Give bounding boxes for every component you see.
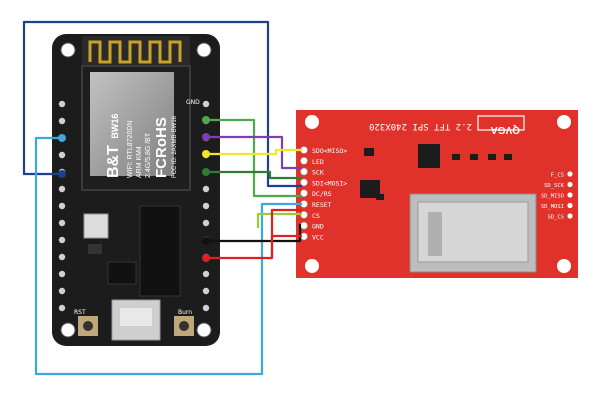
wire-purple (206, 135, 302, 170)
tft-pin (300, 178, 308, 187)
sd-pin-header: F_CS SD_SCK SD_MISO SD_MOSI SD_CS (541, 171, 573, 221)
mcu-gnd-label: GND (186, 99, 200, 106)
burn-label: Burn (178, 309, 192, 316)
wire-dark-green (206, 170, 302, 180)
sd-pin (567, 171, 573, 177)
tft-pin-label: RESET (312, 201, 332, 209)
tft-pin-label: DC/RS (312, 190, 332, 198)
sd-pin-label: SD_SCK (544, 183, 565, 189)
tft-pin-label: LED (312, 158, 324, 166)
module-arm: ARM KM4 (136, 146, 143, 178)
module-label: B&T BW16 WIFI: RTL8720DN ARM KM4 2.4G/5.… (105, 114, 178, 178)
wire-ends (58, 116, 210, 262)
module-brand: B&T (105, 145, 122, 178)
sd-pin-label: SD_CS (547, 215, 564, 221)
tft-pin-label: CS (312, 212, 320, 220)
rst-label: RST (74, 309, 86, 316)
tft-pin (300, 189, 308, 197)
mcu-left-pin (58, 270, 66, 278)
mcu-left-pin (58, 185, 66, 193)
tft-pin-label: GND (312, 223, 324, 231)
wire-red (206, 234, 302, 260)
tft-pin (300, 157, 308, 165)
tft-title: 2.2 TFT SPI 240X320 (369, 121, 472, 131)
sd-pin (567, 181, 573, 188)
mcu-right-pin (202, 100, 210, 108)
wire-green (206, 118, 302, 198)
tft-pin-label: SCK (312, 169, 324, 177)
mcu-right-pin (202, 287, 210, 295)
mcu-right-pin (202, 219, 210, 227)
tft-board (296, 110, 578, 278)
tft-pin-label: SDI<MOSI> (312, 179, 347, 187)
tft-pin-header: SDO<MISO> LED SCK SDI<MOSI> DC/RS RESET CS GND V… (300, 146, 347, 241)
wire-lime (256, 212, 302, 228)
mcu-left-pin (58, 202, 66, 210)
mcu-left-pin (58, 253, 66, 261)
mcu-right-pin (202, 270, 210, 278)
mcu-left-pin (58, 287, 66, 295)
mcu-left-pin (58, 236, 66, 244)
tft-brand: QVGA (491, 124, 520, 135)
wire-yellow (206, 148, 302, 156)
module-model: BW16 (110, 114, 120, 139)
mcu-left-pin (58, 151, 66, 159)
wire-dark-blue (22, 20, 302, 188)
wires (22, 20, 302, 376)
wire-black (206, 224, 302, 243)
svg-text:B&T BW16: B&T BW16 (105, 114, 122, 178)
sd-pin (567, 213, 573, 219)
tft-pin-label: VCC (312, 233, 324, 241)
module-fcrohs: FCRoHS (153, 117, 170, 178)
tft-pin (300, 167, 308, 176)
mcu-right-pin (202, 185, 210, 193)
sd-pin-label: SD_MOSI (541, 204, 564, 210)
mcu-left-pin (58, 117, 66, 125)
tft-pin-label: SDO<MISO> (312, 147, 347, 155)
module-fcc: FCC ID: 2AXMB-BW16 (172, 115, 178, 178)
sd-pin-label: F_CS (551, 173, 564, 179)
module-bands: 2.4G/5.8G /BT (145, 132, 152, 178)
mcu-components (78, 205, 194, 341)
mcu-right-pin (202, 202, 210, 210)
sd-pin-label: SD_MISO (541, 194, 564, 200)
mcu-board (52, 34, 220, 346)
mcu-right-pin (202, 304, 210, 312)
mcu-left-pin (58, 100, 66, 108)
wire-light-blue (34, 136, 302, 376)
sd-pin (567, 202, 573, 209)
mcu-left-pin (58, 219, 66, 227)
module-wifi: WIFI: RTL8720DN (127, 121, 134, 178)
sd-pin (567, 192, 573, 198)
tft-pin (300, 221, 308, 230)
mcu-left-pin (58, 304, 66, 312)
